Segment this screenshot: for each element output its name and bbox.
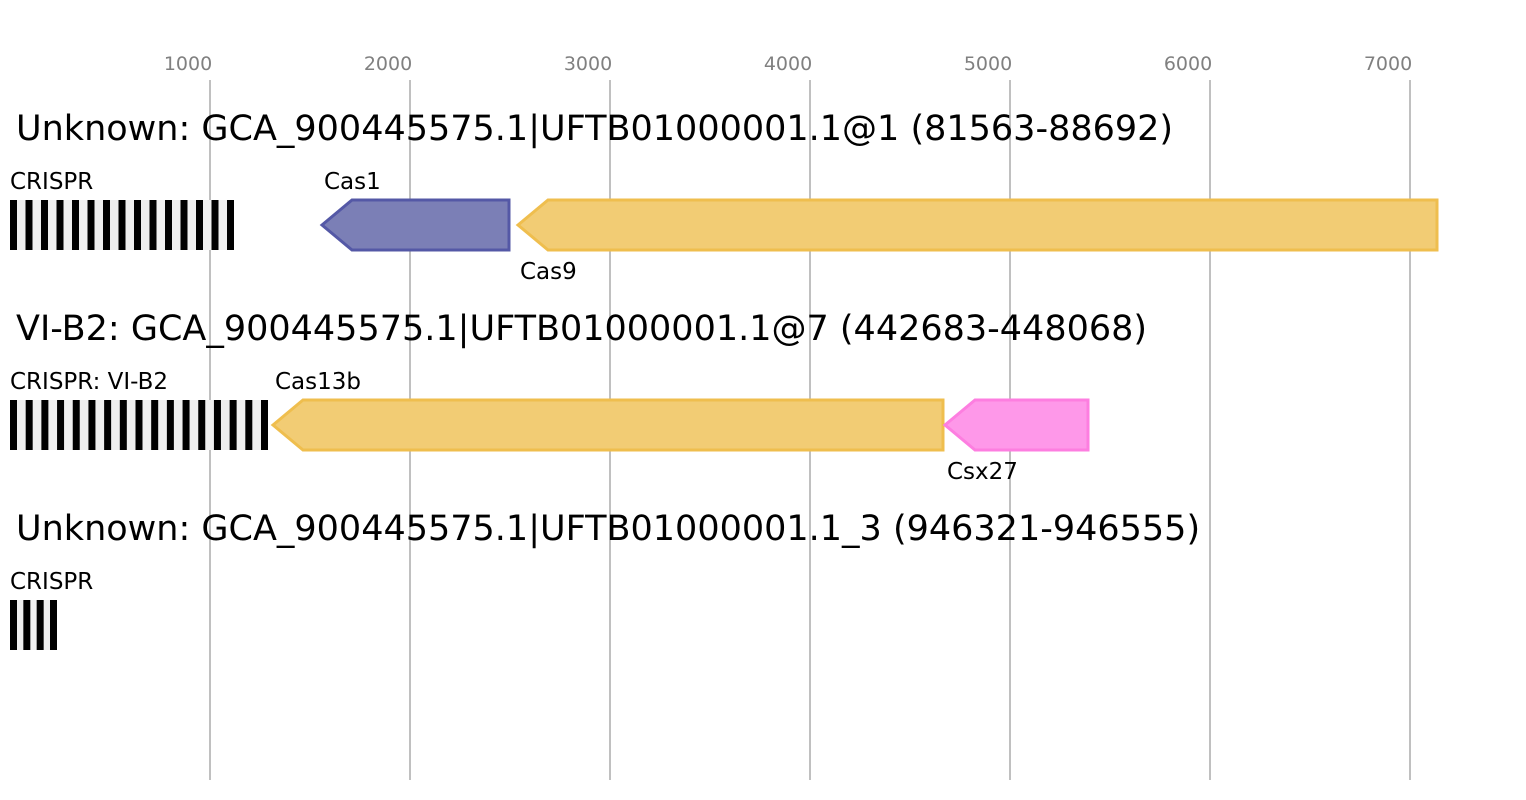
crispr-repeat <box>149 200 157 250</box>
crispr-repeat <box>57 400 65 450</box>
crispr-repeat <box>41 200 48 250</box>
track: Unknown: GCA_900445575.1|UFTB01000001.1_… <box>10 509 1200 650</box>
crispr-repeat <box>245 400 253 450</box>
gene-label: Cas9 <box>520 259 577 285</box>
crispr-label: CRISPR <box>10 569 93 595</box>
tick-label: 4000 <box>764 53 812 75</box>
gene-label: Cas13b <box>275 369 361 395</box>
track: VI-B2: GCA_900445575.1|UFTB01000001.1@7 … <box>10 309 1147 485</box>
gene-label: Cas1 <box>324 169 381 195</box>
crispr-repeat <box>182 400 190 450</box>
gene-arrow <box>942 398 1090 452</box>
gene-cas9[interactable]: Cas9 <box>515 198 1439 285</box>
gene-label: Csx27 <box>947 459 1018 485</box>
crispr-repeat <box>10 400 17 450</box>
gene-cas13b[interactable]: Cas13b <box>270 369 945 452</box>
gene-cas1[interactable]: Cas1 <box>319 169 511 252</box>
crispr-array[interactable]: CRISPR <box>10 169 234 250</box>
crispr-repeat <box>88 400 96 450</box>
crispr-repeat <box>25 200 33 250</box>
crispr-label: CRISPR <box>10 169 93 195</box>
crispr-repeat <box>10 600 17 650</box>
crispr-repeat <box>23 600 31 650</box>
crispr-repeat <box>227 200 234 250</box>
tick-label: 1000 <box>164 53 212 75</box>
crispr-repeat <box>104 400 112 450</box>
crispr-repeat <box>198 400 206 450</box>
crispr-repeat <box>119 400 127 450</box>
tracks: Unknown: GCA_900445575.1|UFTB01000001.1@… <box>10 109 1439 650</box>
crispr-repeat <box>135 400 143 450</box>
crispr-repeat <box>72 200 79 250</box>
track: Unknown: GCA_900445575.1|UFTB01000001.1@… <box>10 109 1439 285</box>
crispr-repeat <box>213 400 221 450</box>
tick-label: 6000 <box>1164 53 1212 75</box>
gene-arrow <box>515 198 1439 252</box>
crispr-repeat <box>72 400 80 450</box>
crispr-array[interactable]: CRISPR <box>10 569 93 650</box>
crispr-repeat <box>229 400 237 450</box>
gene-arrow <box>319 198 511 252</box>
crispr-label: CRISPR: VI-B2 <box>10 369 168 395</box>
crispr-array[interactable]: CRISPR: VI-B2 <box>10 369 268 450</box>
crispr-repeat <box>50 600 57 650</box>
crispr-repeat <box>118 200 126 250</box>
crispr-repeat <box>10 200 17 250</box>
crispr-repeat <box>211 200 219 250</box>
crispr-repeat <box>36 600 44 650</box>
crispr-repeat <box>196 200 203 250</box>
tick-label: 3000 <box>564 53 612 75</box>
crispr-repeat <box>165 200 172 250</box>
crispr-repeat <box>56 200 64 250</box>
gene-csx27[interactable]: Csx27 <box>942 398 1090 485</box>
crispr-repeat <box>87 200 95 250</box>
track-title: VI-B2: GCA_900445575.1|UFTB01000001.1@7 … <box>16 309 1147 349</box>
crispr-repeat <box>41 400 49 450</box>
tick-label: 7000 <box>1364 53 1412 75</box>
crispr-repeat <box>25 400 33 450</box>
crispr-repeat <box>151 400 159 450</box>
crispr-background <box>10 600 57 650</box>
tick-label: 2000 <box>364 53 412 75</box>
crispr-repeat <box>166 400 174 450</box>
track-title: Unknown: GCA_900445575.1|UFTB01000001.1@… <box>16 109 1173 149</box>
crispr-repeat <box>103 200 110 250</box>
gene-arrow <box>270 398 945 452</box>
crispr-repeat <box>134 200 141 250</box>
track-title: Unknown: GCA_900445575.1|UFTB01000001.1_… <box>16 509 1200 549</box>
crispr-repeat <box>180 200 188 250</box>
crispr-repeat <box>261 400 268 450</box>
tick-label: 5000 <box>964 53 1012 75</box>
